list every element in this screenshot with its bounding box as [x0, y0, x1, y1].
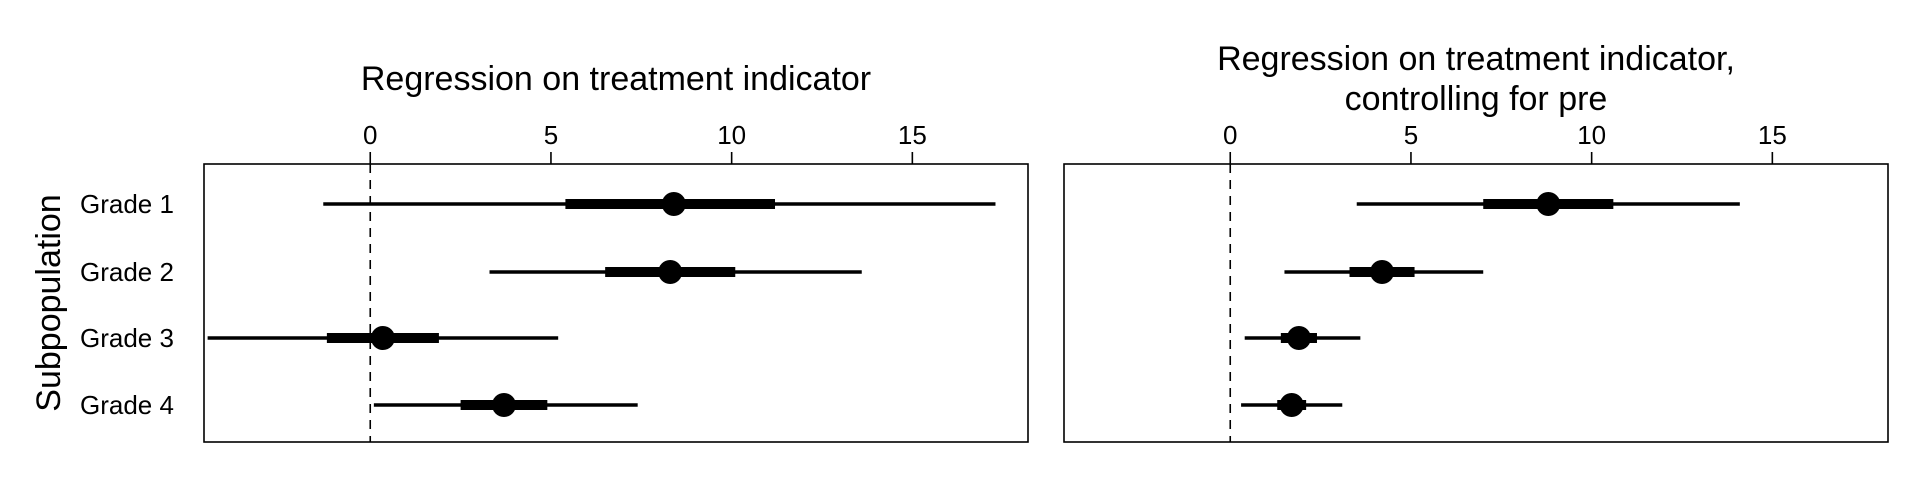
panel-2-estimate-point-4 — [1279, 393, 1304, 417]
panel-1-estimate-point-2 — [658, 260, 683, 284]
panel-1-tick-label-15: 15 — [898, 120, 927, 150]
panel-2-frame — [1063, 163, 1889, 443]
panel-2-title-line-1: Regression on treatment indicator, — [1217, 40, 1735, 78]
panel-2-tick-label-10: 10 — [1577, 120, 1606, 150]
panel-1-tick-label-0: 0 — [363, 120, 377, 150]
category-label-1: Grade 1 — [80, 189, 174, 219]
panel-1-estimate-point-3 — [370, 326, 395, 350]
panel-2-estimate-point-2 — [1370, 260, 1395, 284]
panel-2-tick-label-5: 5 — [1404, 120, 1418, 150]
panel-1: Regression on treatment indicator 0 5 10 15G… — [80, 60, 1029, 443]
panel-1-tick-label-5: 5 — [544, 120, 558, 150]
panels: Regression on treatment indicator 0 5 10 15G… — [80, 40, 1889, 443]
panel-1-estimate-point-4 — [491, 393, 516, 417]
category-label-2: Grade 2 — [80, 257, 174, 287]
panel-1-estimate-point-1 — [661, 192, 686, 216]
panel-1-title-line-1: Regression on treatment indicator — [361, 60, 871, 98]
panel-2-estimate-point-3 — [1286, 326, 1311, 350]
panel-2-title-line-2: controlling for pre — [1345, 80, 1608, 118]
y-axis-label: Subpopulation — [30, 194, 68, 411]
panel-2-tick-label-0: 0 — [1223, 120, 1237, 150]
panel-2-tick-label-15: 15 — [1758, 120, 1787, 150]
panel-2: Regression on treatment indicator,contro… — [1063, 40, 1889, 443]
category-label-3: Grade 3 — [80, 323, 174, 353]
panel-1-tick-label-10: 10 — [717, 120, 746, 150]
category-label-4: Grade 4 — [80, 390, 174, 420]
panel-2-estimate-point-1 — [1536, 192, 1561, 216]
panel-1-frame — [203, 163, 1029, 443]
